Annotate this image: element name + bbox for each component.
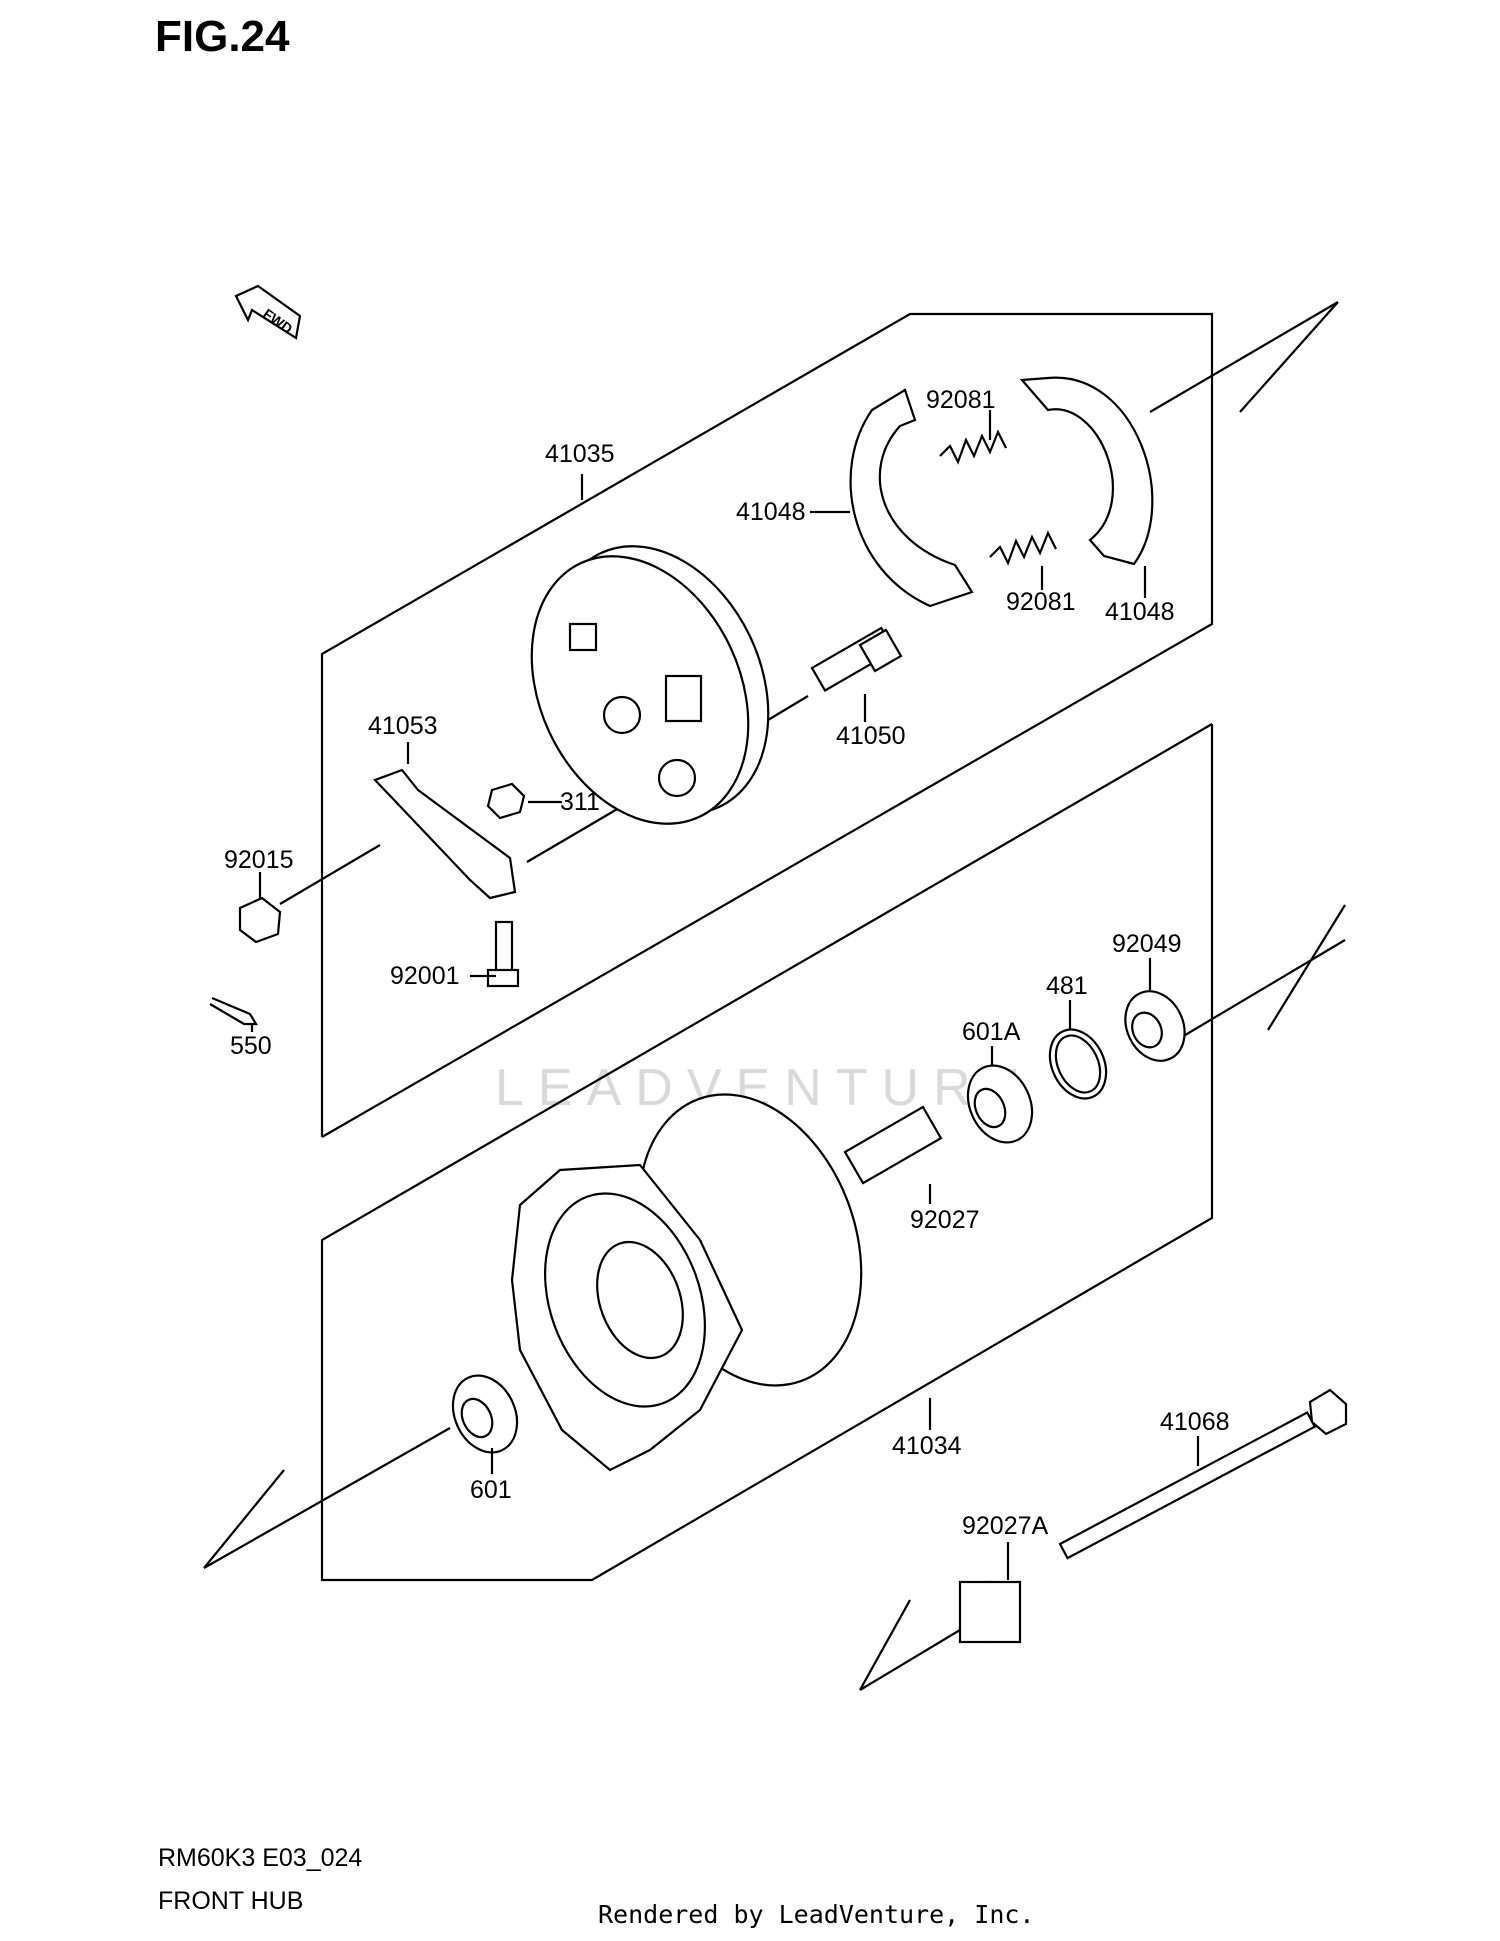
part-label-41050: 41050	[836, 722, 906, 750]
brake-shoe-right-icon	[1019, 376, 1154, 566]
part-label-41034: 41034	[892, 1432, 962, 1460]
bearing-601A-icon	[966, 1064, 1034, 1144]
part-label-92027A: 92027A	[962, 1512, 1049, 1540]
fwd-arrow-icon: FWD	[234, 284, 302, 340]
brake-shoe-left-icon	[849, 388, 974, 608]
brake-panel-group-frame	[320, 312, 1214, 1138]
footer-credit: Rendered by LeadVenture, Inc.	[598, 1900, 1035, 1929]
part-label-41035: 41035	[545, 440, 615, 468]
part-label-92081-lower: 92081	[1006, 588, 1076, 616]
part-label-481: 481	[1046, 972, 1088, 1000]
brake-arm-icon	[373, 768, 517, 900]
spring-lower-icon	[989, 530, 1057, 566]
brake-panel-icon	[530, 545, 770, 825]
leader-lines	[250, 410, 1200, 1580]
spacer-92027-icon	[843, 1105, 943, 1185]
spacer-92027A-icon	[958, 1580, 1022, 1644]
figure-title: FIG.24	[155, 12, 290, 61]
hub-group-frame	[320, 723, 1214, 1582]
cotter-pin-icon	[209, 996, 258, 1026]
part-label-41048-left: 41048	[736, 498, 806, 526]
part-label-601A: 601A	[962, 1018, 1021, 1046]
front-hub-icon	[510, 1093, 863, 1472]
part-label-41048-right: 41048	[1105, 598, 1175, 626]
circlip-481-icon	[1048, 1028, 1108, 1100]
part-label-311: 311	[560, 788, 600, 816]
nut-311-icon	[486, 782, 526, 820]
part-label-92027: 92027	[910, 1206, 980, 1234]
nut-92015-icon	[238, 896, 282, 944]
part-label-41068: 41068	[1160, 1408, 1230, 1436]
brake-camshaft-icon	[810, 626, 903, 693]
part-label-92015: 92015	[224, 846, 294, 874]
oil-seal-92049-icon	[1124, 990, 1186, 1062]
part-label-92001: 92001	[390, 962, 460, 990]
part-label-601: 601	[470, 1476, 512, 1504]
axle-41068-icon	[1058, 1388, 1348, 1560]
part-label-550: 550	[230, 1032, 272, 1060]
part-label-41053: 41053	[368, 712, 438, 740]
bolt-92001-icon	[486, 920, 520, 988]
section-name: FRONT HUB	[158, 1887, 304, 1915]
model-code: RM60K3 E03_024	[158, 1844, 363, 1872]
part-label-92049: 92049	[1112, 930, 1182, 958]
bearing-601-icon	[451, 1374, 519, 1454]
part-label-92081-upper: 92081	[926, 386, 996, 414]
spring-upper-icon	[939, 429, 1007, 465]
